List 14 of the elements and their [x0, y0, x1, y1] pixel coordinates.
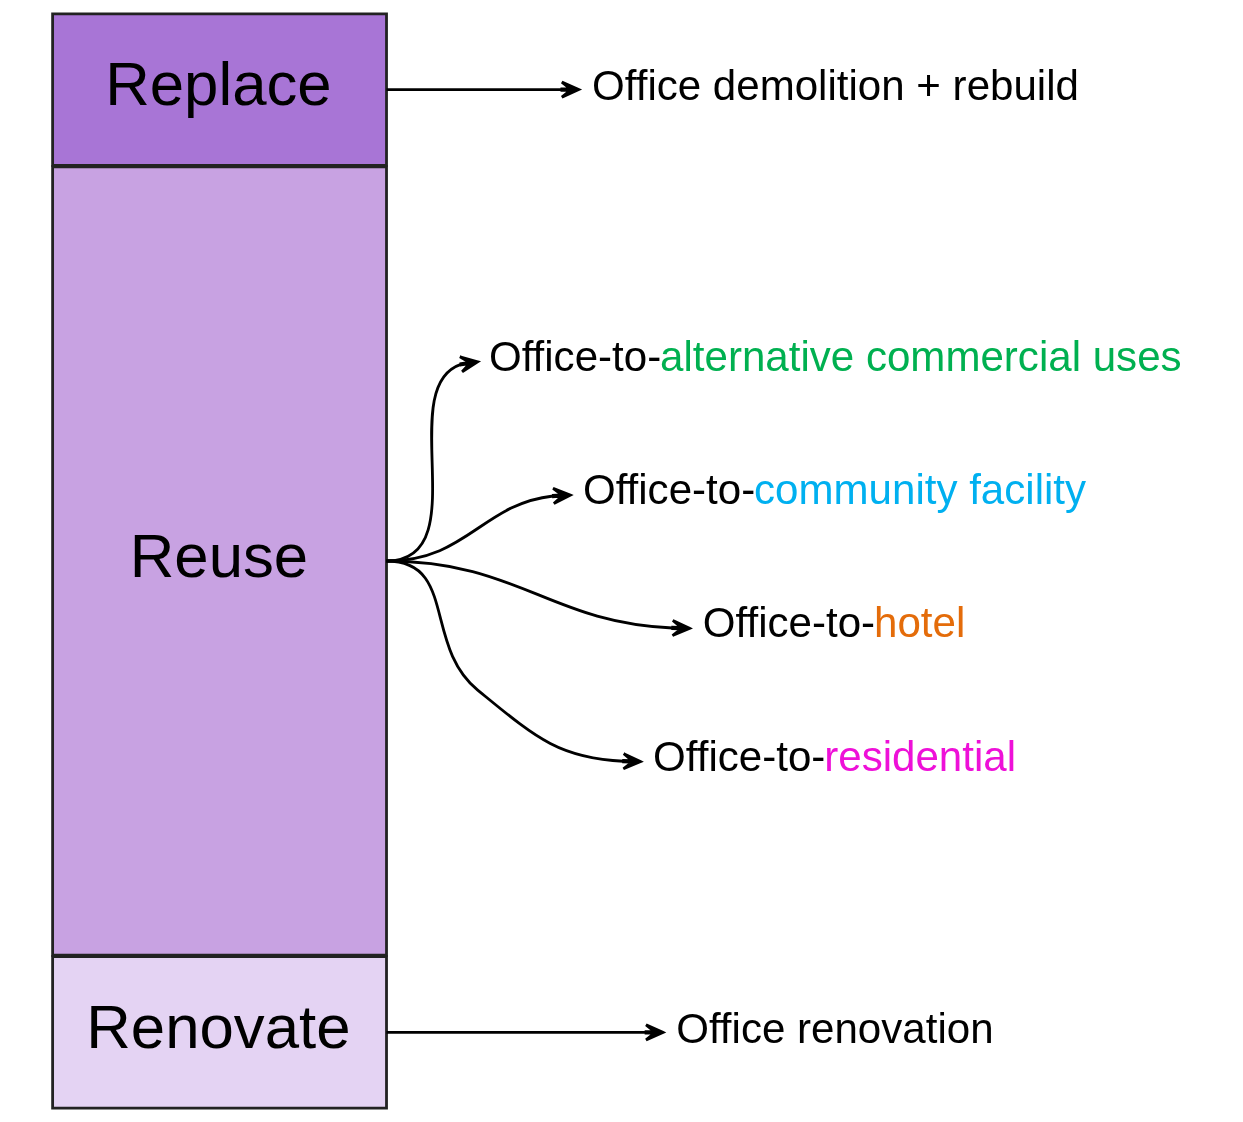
node-box: Reuse — [51, 165, 388, 957]
arrow — [386, 80, 581, 99]
node-box: Replace — [51, 12, 388, 167]
arrow — [386, 559, 642, 771]
arrow — [386, 355, 480, 563]
node-text: Office demolition + rebuild — [592, 62, 1079, 110]
node-box: Renovate — [51, 955, 388, 1110]
node-text: Office-to-hotel — [702, 599, 966, 647]
arrow — [386, 487, 572, 563]
node-text: Office-to-residential — [653, 732, 1017, 780]
node-text: Office-to-community facility — [582, 466, 1087, 514]
node-text: Office-to-alternative commercial uses — [488, 332, 1182, 380]
arrow — [386, 1023, 665, 1042]
node-text: Office renovation — [676, 1004, 994, 1052]
